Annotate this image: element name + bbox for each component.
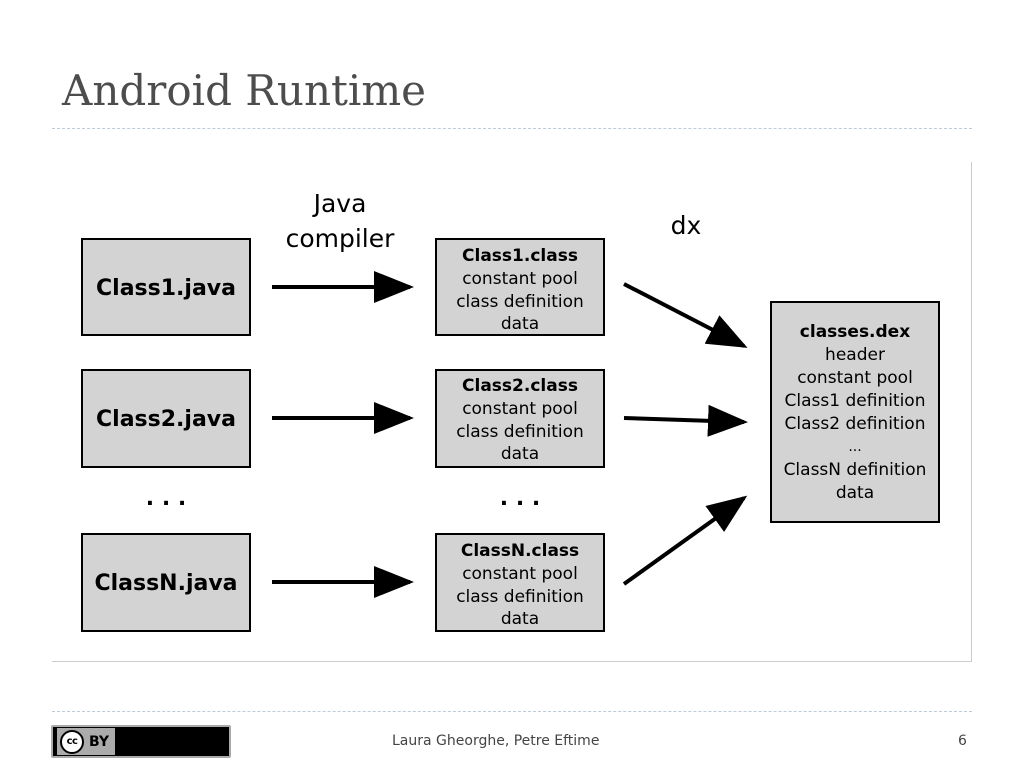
dx-label: dx <box>671 211 702 240</box>
dx-arrow-1 <box>623 282 748 348</box>
class-file-line3-2: data <box>501 444 539 464</box>
source-box-n: ClassN.java <box>81 533 251 632</box>
class-file-box-1: Class1.class constant pool class definit… <box>435 238 605 336</box>
class-file-title-1: Class1.class <box>462 246 578 266</box>
slide-title: Android Runtime <box>62 66 427 115</box>
cc-by-license-badge: cc BY <box>51 725 231 758</box>
cc-by-label: BY <box>89 733 110 750</box>
dex-line-data: data <box>836 483 874 503</box>
dx-arrow-n <box>622 495 748 586</box>
title-divider <box>52 128 972 129</box>
class-file-line3-1: data <box>501 314 539 334</box>
dx-arrow-2 <box>623 404 748 437</box>
page-number: 6 <box>958 733 967 749</box>
class-file-title-2: Class2.class <box>462 376 578 396</box>
footer-divider <box>52 711 972 712</box>
source-label-1: Class1.java <box>96 276 236 301</box>
source-box-2: Class2.java <box>81 369 251 468</box>
cc-icon: cc <box>60 729 84 754</box>
dex-line-class1: Class1 definition <box>785 391 926 411</box>
source-label-n: ClassN.java <box>94 571 237 596</box>
class-file-line3-n: data <box>501 609 539 629</box>
dex-line-header: header <box>825 345 885 365</box>
class-file-line2-2: class definition <box>456 422 584 442</box>
source-ellipsis: . . . <box>146 486 186 511</box>
class-file-line2-1: class definition <box>456 292 584 312</box>
class-file-line1-2: constant pool <box>462 399 578 419</box>
class-file-line1-1: constant pool <box>462 269 578 289</box>
class-file-line2-n: class definition <box>456 587 584 607</box>
source-box-1: Class1.java <box>81 238 251 336</box>
class-file-title-n: ClassN.class <box>461 541 579 561</box>
class-file-line1-n: constant pool <box>462 564 578 584</box>
build-diagram: Class1.java Class2.java . . . ClassN.jav… <box>81 189 940 632</box>
class-file-box-2: Class2.class constant pool class definit… <box>435 369 605 468</box>
compiler-label-line2: compiler <box>286 224 396 253</box>
class-file-box-n: ClassN.class constant pool class definit… <box>435 533 605 632</box>
dex-line-class2: Class2 definition <box>785 414 926 434</box>
compiler-label-line1: Java <box>312 189 367 218</box>
diagram-frame <box>52 162 972 662</box>
dex-line-ellipsis: ... <box>848 439 861 455</box>
class-ellipsis: . . . <box>500 486 540 511</box>
dex-box: classes.dex header constant pool Class1 … <box>770 301 940 523</box>
dex-line-constant-pool: constant pool <box>797 368 913 388</box>
dex-title: classes.dex <box>800 322 910 342</box>
footer-authors: Laura Gheorghe, Petre Eftime <box>392 733 600 749</box>
source-label-2: Class2.java <box>96 407 236 432</box>
dex-line-classn: ClassN definition <box>784 460 927 480</box>
